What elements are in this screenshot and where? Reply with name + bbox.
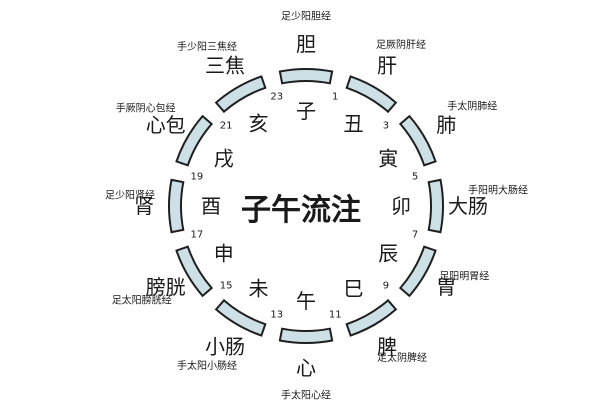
- hour-label: 15: [220, 280, 233, 291]
- hour-label: 9: [383, 280, 389, 291]
- branch-label: 酉: [201, 194, 221, 218]
- branch-label: 子: [296, 99, 316, 123]
- meridian-label: 手阳明大肠经: [468, 184, 528, 197]
- ring-segment: [345, 298, 398, 337]
- organ-label: 膀胱: [146, 275, 186, 299]
- meridian-label: 手太阳小肠经: [177, 359, 237, 372]
- ring-segment: [278, 327, 334, 344]
- organ-label: 心包: [146, 113, 186, 137]
- meridian-label: 足少阳肾经: [105, 189, 155, 202]
- branch-label: 戌: [214, 147, 234, 171]
- branch-label: 亥: [249, 112, 269, 136]
- ring-segment: [278, 68, 334, 85]
- hour-label: 1: [332, 91, 338, 102]
- meridian-label: 手厥阴心包经: [116, 102, 176, 115]
- hour-label: 11: [329, 310, 342, 321]
- branch-label: 辰: [378, 242, 398, 266]
- segment-ring: [168, 68, 444, 344]
- hour-label: 17: [191, 230, 204, 241]
- ring-segment: [345, 75, 398, 114]
- branch-label: 寅: [378, 147, 398, 171]
- ring-segment: [398, 114, 437, 167]
- meridian-label: 手太阴肺经: [447, 100, 497, 113]
- label-layer: 1357911131517192123子丑寅卯辰巳午未申酉戌亥胆肝肺大肠胃脾心小…: [105, 10, 528, 400]
- branch-label: 未: [249, 276, 269, 300]
- ring-segment: [427, 178, 444, 234]
- branch-label: 申: [214, 242, 234, 266]
- ring-segment: [175, 245, 214, 298]
- branch-label: 午: [296, 289, 316, 313]
- meridian-label: 足太阳膀胱经: [112, 294, 172, 307]
- organ-label: 脾: [377, 334, 397, 358]
- organ-label: 肝: [377, 54, 397, 78]
- hour-label: 7: [412, 230, 418, 241]
- branch-label: 丑: [344, 112, 364, 136]
- ring-segment: [398, 245, 437, 298]
- hour-label: 23: [270, 91, 283, 102]
- center-title: 子午流注: [241, 193, 361, 228]
- organ-label: 胆: [296, 32, 316, 56]
- organ-label: 心: [296, 356, 316, 380]
- organ-label: 小肠: [205, 334, 245, 358]
- ring-segment: [168, 178, 185, 234]
- organ-label: 肺: [436, 113, 456, 137]
- organ-label: 肾: [134, 194, 154, 218]
- hour-label: 19: [191, 171, 204, 182]
- branch-label: 卯: [391, 194, 411, 218]
- meridian-label: 足太阴脾经: [377, 351, 427, 364]
- organ-label: 胃: [436, 275, 456, 299]
- meridian-label: 足少阳胆经: [281, 10, 331, 23]
- ring-segment: [214, 75, 267, 114]
- meridian-label: 手少阳三焦经: [177, 40, 237, 53]
- organ-label: 三焦: [205, 54, 245, 78]
- hour-label: 5: [412, 171, 418, 182]
- organ-label: 大肠: [448, 194, 488, 218]
- meridian-label: 手太阳心经: [281, 389, 331, 400]
- ring-segment: [175, 114, 214, 167]
- hour-label: 13: [270, 310, 283, 321]
- meridian-label: 足阳明胃经: [439, 270, 489, 283]
- branch-label: 巳: [344, 276, 364, 300]
- meridian-label: 足厥阴肝经: [376, 38, 426, 51]
- hour-label: 21: [220, 121, 233, 132]
- ring-segment: [214, 298, 267, 337]
- hour-label: 3: [383, 121, 389, 132]
